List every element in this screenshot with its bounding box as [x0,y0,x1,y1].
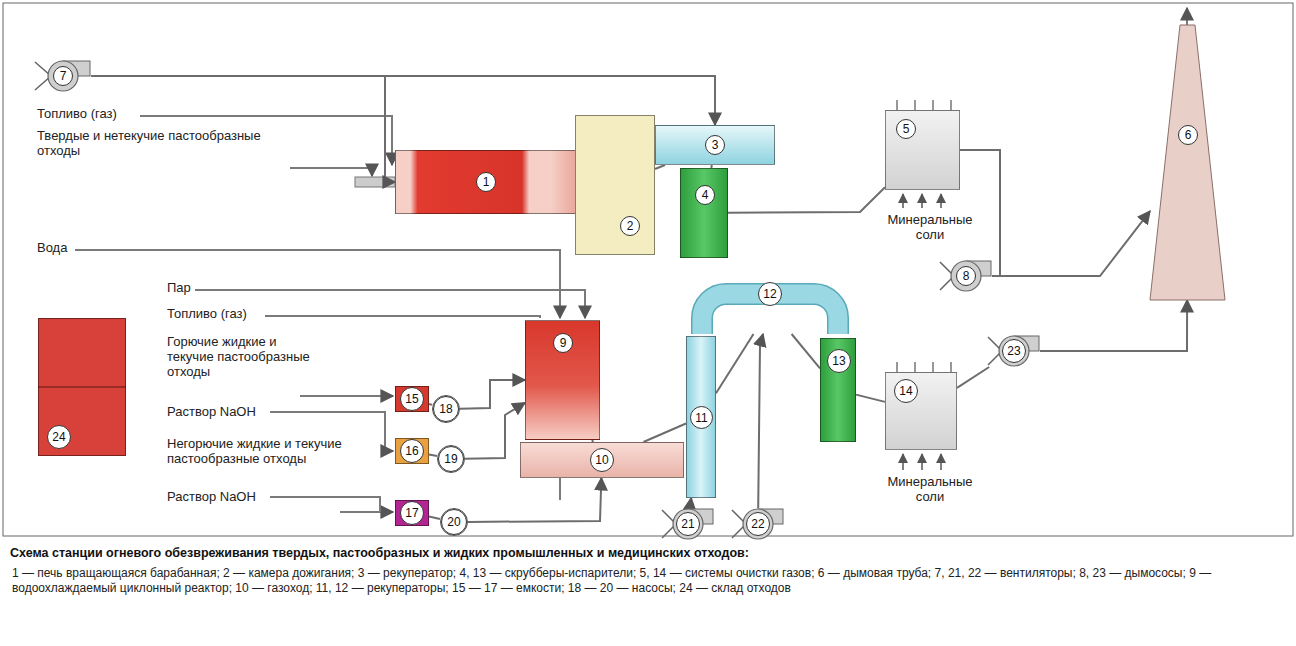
callout-number: 12 [758,282,782,306]
callout-number: 23 [1002,339,1026,363]
pump: 18 [432,395,460,423]
callout-number: 21 [676,512,700,536]
callout-number: 2 [620,216,640,236]
pipe-connector [429,455,437,457]
tank: 16 [395,438,429,464]
scrubber-evaporator: 13 [820,338,856,442]
callout-number: 18 [433,396,459,422]
pipe-connector [728,187,885,213]
gas-cleaning-system: 14 [885,372,957,450]
pipe-connector [992,211,1150,276]
callout-number: 15 [400,387,424,411]
gas-duct: 10 [520,442,684,478]
stream-label: Горючие жидкие и текучие пастообразные о… [165,334,325,379]
stream-label: Минеральные соли [880,212,980,242]
callout-number: 10 [590,448,614,472]
callout-number: 1 [476,172,496,192]
stack-outline [1150,25,1225,300]
callout-number: 8 [956,266,976,286]
pipe-connector [957,367,989,388]
callout-number: 5 [896,119,916,139]
pipe-connector [468,478,601,522]
chimney-stack: 6 [1150,25,1225,300]
recuperator: 11 [686,336,716,498]
figure-caption: Схема станции огневого обезвреживания тв… [10,546,749,561]
tank: 17 [395,500,429,526]
tank: 15 [395,386,429,412]
stream-label: Топливо (газ) [35,106,119,121]
smoke-exhauster: 23 [988,335,1040,367]
pump: 19 [437,445,465,473]
afterburner-chamber: 2 [575,115,655,255]
stream-label: Раствор NaOH [165,404,258,419]
pipe-connector [429,517,440,519]
stream-label: Топливо (газ) [165,306,249,321]
callout-number: 13 [827,349,851,373]
stream-label: Пар [165,280,193,295]
pipe-connector [856,395,885,402]
stream-label: Минеральные соли [880,474,980,504]
callout-number: 4 [695,185,715,205]
recuperator: 3 [655,125,775,165]
pipe-connector [792,334,820,368]
pipe-connector [465,403,525,459]
legend-key-text: 1 — печь вращающаяся барабанная; 2 — кам… [10,566,1286,596]
smoke-exhauster: 8 [940,260,992,292]
callout-number: 7 [53,66,73,86]
pipe-connector [460,380,525,409]
pipe-connector [1040,300,1187,351]
callout-number: 11 [690,406,713,429]
cyclone-reactor: 9 [525,320,600,440]
callout-number: 16 [400,439,424,463]
gas-cleaning-system: 5 [885,110,960,190]
pipe-connector [758,334,763,508]
stream-label: Негорючие жидкие и текучие пастообразные… [165,436,365,466]
pump: 20 [440,508,468,536]
callout-number: 19 [438,446,464,472]
fan: 21 [662,508,714,540]
callout-number: 6 [1178,125,1198,145]
frame [3,3,1293,536]
callout-number: 22 [746,512,770,536]
stream-label: Раствор NaOH [165,489,258,504]
pipe-connector [655,165,665,169]
recuperator: 12 [690,282,850,334]
callout-number: 14 [894,379,918,403]
callout-number: 24 [47,425,71,449]
callout-number: 20 [441,509,467,535]
pipe-connector [716,334,754,393]
stream-label: Вода [35,240,69,255]
callout-number: 17 [400,501,424,525]
waste-store: 24 [38,318,126,456]
fan: 7 [35,60,91,92]
scrubber-evaporator: 4 [680,168,728,258]
callout-number: 3 [705,135,725,155]
pipe-connector [643,424,686,443]
stream-label: Твердые и нетекучие пастообразные отходы [35,128,285,158]
callout-number: 9 [553,333,573,353]
pipe-connector [690,498,691,508]
rotary-kiln: 1 [395,150,577,214]
feed-lines [75,8,1187,512]
fan: 22 [732,508,784,540]
